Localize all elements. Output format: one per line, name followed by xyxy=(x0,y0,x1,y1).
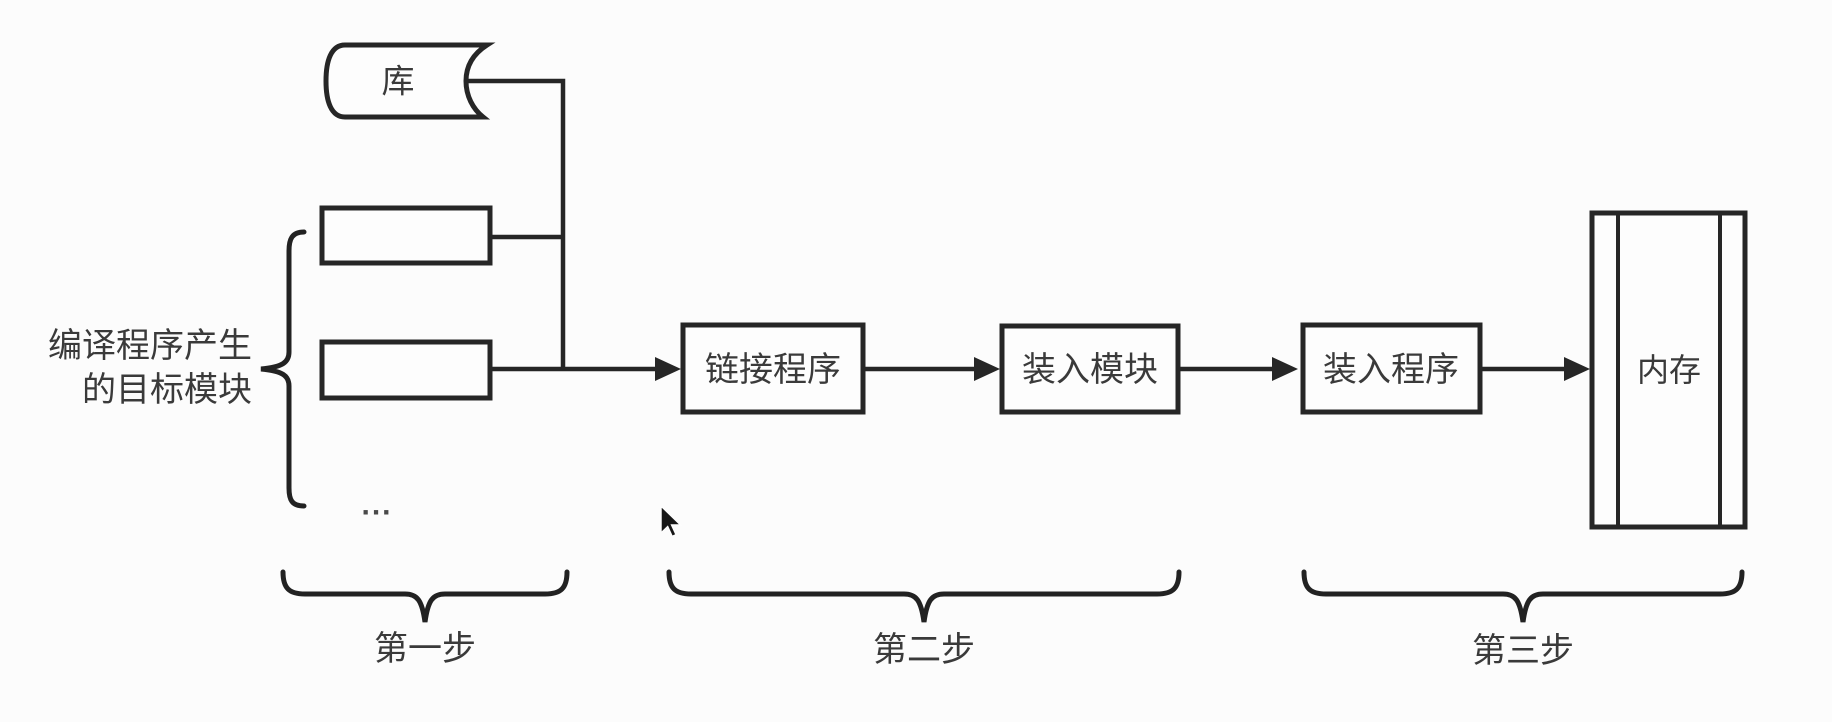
step2-brace xyxy=(666,569,1182,623)
source-label-line1: 编译程序产生 xyxy=(48,327,252,365)
load-module-box xyxy=(999,323,1181,415)
memory-label: 内存 xyxy=(1637,352,1701,388)
step1-label: 第一步 xyxy=(374,630,476,668)
load-module-label: 装入模块 xyxy=(1022,351,1158,389)
load-module-node: 装入模块 xyxy=(999,323,1181,415)
arrowhead-4 xyxy=(1564,357,1590,381)
library-connector-line xyxy=(468,78,566,367)
object-module-box-2 xyxy=(319,339,493,401)
linker-box xyxy=(680,322,866,415)
arrowhead-2 xyxy=(974,357,1000,381)
source-label-line2: 的目标模块 xyxy=(82,371,252,409)
loader-node: 装入程序 xyxy=(1300,322,1483,415)
linker-node: 链接程序 xyxy=(680,322,866,415)
object-module-box-1 xyxy=(319,205,493,266)
source-modules-label: 编译程序产生 的目标模块 xyxy=(48,327,252,409)
mouse-cursor-icon xyxy=(660,504,683,538)
loader-box xyxy=(1300,322,1483,415)
modules-ellipsis: ... xyxy=(361,489,392,522)
step3-brace xyxy=(1301,569,1745,623)
library-shape xyxy=(323,42,496,120)
step3-label: 第三步 xyxy=(1472,632,1574,670)
loader-label: 装入程序 xyxy=(1323,351,1459,389)
library-label: 库 xyxy=(382,63,415,100)
flow-arrows xyxy=(490,357,1590,381)
library-node: 库 xyxy=(323,42,496,120)
source-modules-brace xyxy=(260,229,307,509)
linker-label: 链接程序 xyxy=(705,351,841,389)
step2-label: 第二步 xyxy=(873,631,975,669)
arrowhead-1 xyxy=(655,357,681,381)
arrowhead-3 xyxy=(1272,357,1298,381)
step1-brace xyxy=(280,569,570,623)
memory-node: 内存 xyxy=(1589,210,1748,530)
